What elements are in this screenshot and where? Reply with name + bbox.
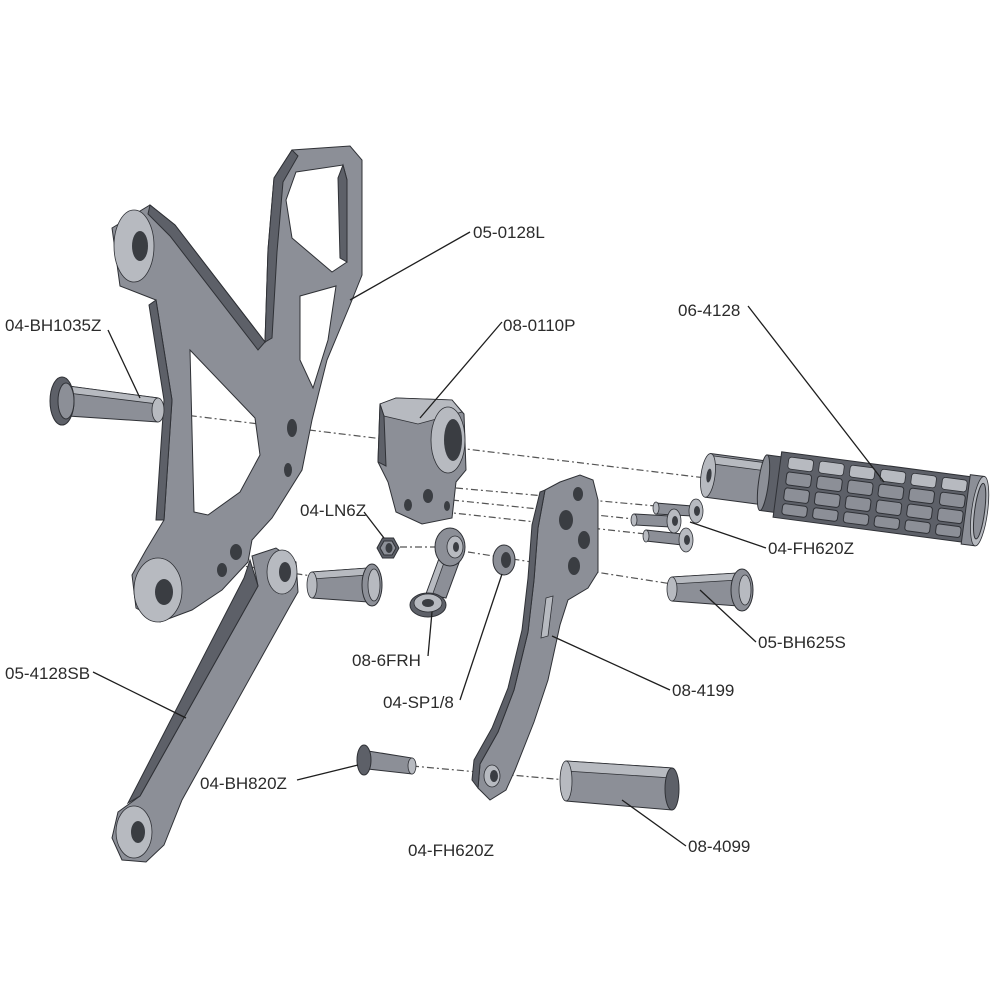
label-bracket: 05-0128L [473, 223, 545, 242]
peg-end-cap-inner [972, 482, 987, 540]
knurl-block [906, 503, 933, 521]
label-bottom-note: 04-FH620Z [408, 841, 494, 860]
bolt-head-face [57, 382, 75, 420]
leader-line [296, 764, 359, 781]
mount-hole [217, 563, 227, 577]
leader-line [427, 611, 433, 657]
rod-end-thread [422, 599, 434, 607]
spacer [492, 544, 516, 576]
mount-bore [444, 419, 462, 461]
lower-pivot-hole [155, 579, 173, 605]
leader-line [699, 589, 757, 643]
label-sleeve: 08-4099 [688, 837, 750, 856]
peg-knurl [781, 456, 968, 538]
rod-end-hole [453, 542, 459, 552]
lever-bolt [666, 568, 754, 612]
main-bracket [111, 145, 363, 623]
leader-line [689, 521, 767, 549]
rod-end [409, 527, 466, 618]
knurl-block [910, 472, 937, 489]
bracket-arm-edge [147, 204, 266, 351]
label-shift-lever: 08-4199 [672, 681, 734, 700]
bolt-tip [151, 397, 165, 423]
label-spacer: 04-SP1/8 [383, 693, 454, 712]
leader-line [92, 671, 187, 719]
label-small-bolt: 04-BH820Z [200, 774, 287, 793]
knurl-block [816, 475, 843, 493]
callout-labels: 05-0128L 04-BH1035Z 08-0110P 06-4128 04-… [5, 223, 854, 860]
shift-lever [471, 474, 599, 801]
leader-line [459, 573, 503, 701]
knurl-block [941, 477, 968, 493]
foot-peg [700, 451, 990, 547]
knurl-block [846, 479, 874, 497]
knurl-block [904, 519, 931, 534]
knurl-block [938, 491, 966, 509]
mount-tab-hole [404, 499, 412, 511]
leader-line [349, 231, 471, 301]
mount-screw [630, 508, 682, 534]
lock-nut [376, 537, 400, 559]
leader-line [621, 799, 687, 847]
pivot-bolt [49, 376, 165, 426]
knurl-block [875, 499, 903, 516]
mount-screws [630, 498, 704, 553]
leader-line [419, 321, 503, 419]
knurl-block [877, 483, 905, 501]
mount-hole [287, 419, 297, 437]
knurl-block [848, 464, 876, 481]
bracket-frame-edge [264, 149, 299, 343]
knurl-block [842, 511, 870, 526]
peg-collar-face [756, 454, 771, 511]
label-nut: 04-LN6Z [300, 501, 366, 520]
leader-line [363, 511, 385, 539]
small-bolt [356, 744, 417, 776]
knurl-block [812, 507, 839, 522]
knurl-block [818, 460, 845, 477]
upper-boss-hole [132, 231, 148, 261]
label-pivot-bolt: 04-BH1035Z [5, 316, 101, 335]
bracket-frame-inner-edge [337, 163, 348, 263]
linkage-arm [111, 547, 299, 863]
label-rod-end: 08-6FRH [352, 651, 421, 670]
label-mount-screws: 04-FH620Z [768, 539, 854, 558]
mount-screw [652, 498, 704, 524]
leader-line [551, 635, 671, 691]
knurl-block [783, 487, 810, 504]
label-peg-mount: 08-0110P [503, 316, 575, 335]
knurl-block [936, 507, 964, 525]
label-lever-bolt: 05-BH625S [758, 633, 846, 652]
leader-line [747, 305, 885, 483]
mount-side-face [377, 403, 387, 467]
button-bolt [306, 563, 383, 607]
knurl-block [935, 523, 962, 538]
knurl-block [879, 468, 907, 485]
knurl-block [873, 515, 901, 530]
bracket-plate [111, 145, 363, 623]
center-line [235, 564, 313, 577]
mount-tab-hole [444, 501, 450, 511]
mount-hole [284, 463, 292, 477]
label-foot-peg: 06-4128 [678, 301, 740, 320]
knurl-block [908, 487, 935, 505]
leader-line [107, 329, 141, 399]
label-linkage: 05-4128SB [5, 664, 90, 683]
peg-end-hole [706, 468, 712, 483]
sleeve [559, 760, 680, 811]
knurl-block [787, 456, 814, 473]
leader-lines [92, 231, 885, 847]
knurl-block [785, 471, 813, 488]
knurl-block [813, 491, 841, 508]
knurl-block [781, 503, 808, 518]
peg-mount [377, 397, 467, 525]
bracket-body-edge [148, 299, 173, 521]
knurl-block [844, 495, 872, 512]
mount-hole [230, 544, 242, 560]
mount-tab-hole [423, 489, 433, 503]
mount-screw [642, 527, 694, 553]
